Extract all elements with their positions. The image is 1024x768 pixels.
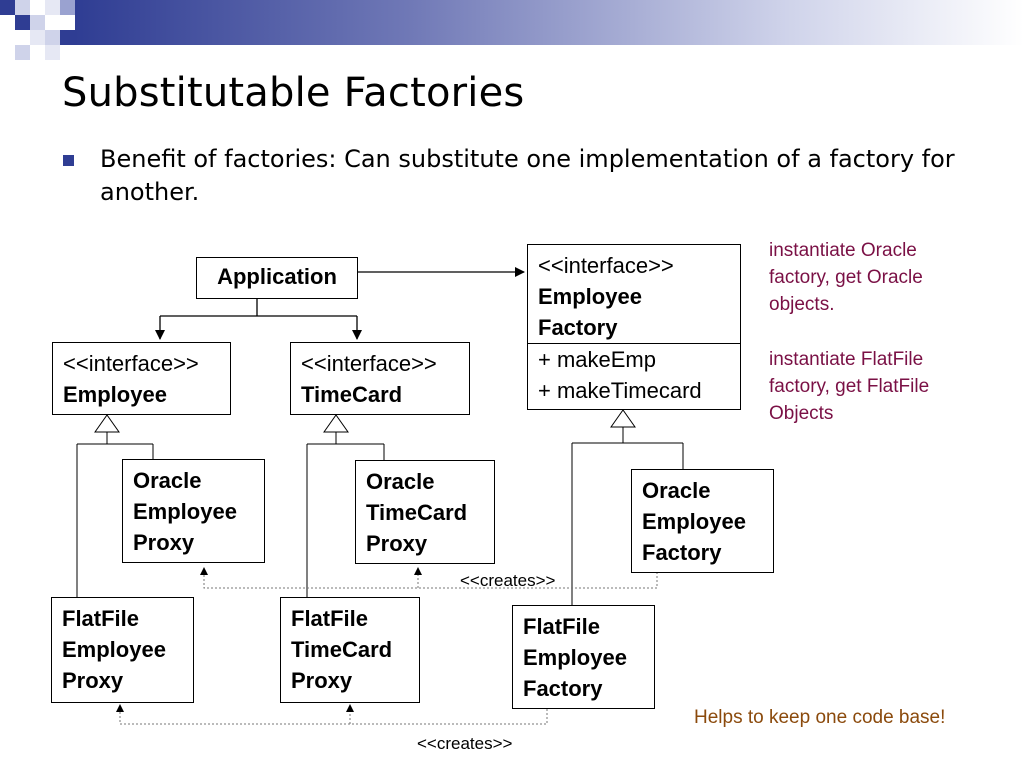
helps-note: Helps to keep one code base!	[694, 707, 946, 728]
class-name-line: Factory	[523, 676, 603, 701]
inheritance-triangle	[94, 414, 120, 433]
deco-square	[60, 0, 75, 15]
stereotype-label: <<interface>>	[538, 253, 674, 278]
flatfile-note: instantiate FlatFile factory, get FlatFi…	[769, 346, 929, 427]
bullet-marker	[63, 155, 74, 166]
oracle-employee-factory: Oracle Employee Factory	[631, 469, 774, 573]
class-name-line: Factory	[538, 315, 618, 340]
creates-dependency	[200, 567, 658, 589]
class-name-line: Proxy	[62, 668, 124, 693]
deco-square	[45, 0, 60, 15]
employee-factory-interface: <<interface>> Employee Factory + makeEmp…	[527, 244, 741, 410]
class-name-line: Employee	[523, 645, 627, 670]
class-name-line: Proxy	[291, 668, 353, 693]
class-name: Employee	[63, 382, 167, 407]
employee-interface: <<interface>> Employee	[52, 342, 231, 415]
application-label: Application	[217, 264, 337, 289]
class-name-line: FlatFile	[62, 606, 140, 631]
deco-square	[30, 15, 45, 30]
class-name-line: FlatFile	[291, 606, 369, 631]
application-class: Application	[196, 257, 358, 299]
oracle-note: instantiate Oracle factory, get Oracle o…	[769, 237, 923, 318]
oracle-timecard-proxy: Oracle TimeCard Proxy	[355, 460, 495, 564]
flatfile-timecard-proxy: FlatFile TimeCard Proxy	[280, 597, 420, 703]
deco-square	[0, 0, 15, 15]
note-line: factory, get FlatFile	[769, 376, 930, 397]
deco-square	[60, 30, 75, 45]
creates-label: <<creates>>	[417, 734, 513, 753]
flatfile-employee-proxy: FlatFile Employee Proxy	[51, 597, 194, 703]
timecard-interface: <<interface>> TimeCard	[290, 342, 470, 415]
class-name-line: Oracle	[133, 468, 202, 493]
deco-square	[30, 30, 45, 45]
note-line: instantiate FlatFile	[769, 349, 924, 370]
deco-square	[15, 0, 30, 15]
class-name-line: TimeCard	[291, 637, 393, 662]
note-line: Objects	[769, 403, 834, 424]
header-gradient-bar	[75, 0, 1024, 45]
class-name-line: Oracle	[642, 478, 711, 503]
class-name-line: FlatFile	[523, 614, 601, 639]
class-name-line: TimeCard	[366, 500, 468, 525]
slide-title: Substitutable Factories	[62, 70, 525, 116]
stereotype-label: <<interface>>	[63, 351, 199, 376]
creates-label: <<creates>>	[460, 571, 556, 590]
note-line: factory, get Oracle	[769, 267, 923, 288]
class-name-line: Proxy	[133, 530, 195, 555]
class-name-line: Oracle	[366, 469, 435, 494]
flatfile-employee-factory: FlatFile Employee Factory	[512, 605, 655, 709]
class-name-line: Employee	[133, 499, 237, 524]
method-label: + makeTimecard	[538, 378, 702, 403]
inheritance-triangle	[323, 414, 349, 433]
deco-square	[45, 30, 60, 45]
class-name-line: Employee	[62, 637, 166, 662]
method-label: + makeEmp	[538, 347, 656, 372]
note-line: objects.	[769, 294, 835, 315]
bullet-text: Benefit of factories: Can substitute one…	[100, 145, 955, 206]
inheritance-triangle	[610, 409, 636, 428]
header-decoration	[0, 0, 1024, 60]
stereotype-label: <<interface>>	[301, 351, 437, 376]
class-name-line: Employee	[642, 509, 746, 534]
class-name-line: Employee	[538, 284, 642, 309]
class-name-line: Proxy	[366, 531, 428, 556]
class-name-line: Factory	[642, 540, 722, 565]
deco-square	[45, 45, 60, 60]
oracle-employee-proxy: Oracle Employee Proxy	[122, 459, 265, 563]
creates-dependency	[116, 704, 548, 725]
deco-square	[15, 15, 30, 30]
deco-square	[15, 45, 30, 60]
note-line: instantiate Oracle	[769, 240, 917, 261]
compartment-divider	[528, 343, 740, 344]
class-name: TimeCard	[301, 382, 403, 407]
